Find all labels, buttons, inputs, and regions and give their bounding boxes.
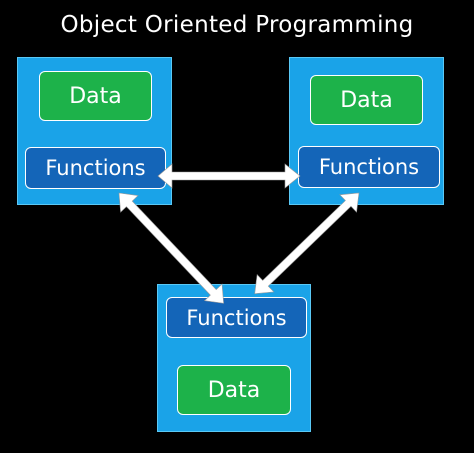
functions-block-right: Functions <box>298 146 440 188</box>
object-right: Data Functions <box>289 57 444 205</box>
functions-label-right: Functions <box>318 155 420 179</box>
arrow-right-bottom-shape <box>254 192 360 295</box>
data-label-bottom: Data <box>207 377 261 403</box>
object-left: Data Functions <box>17 57 172 205</box>
data-label-right: Data <box>340 87 393 113</box>
arrow-left-bottom-shape <box>118 192 224 304</box>
data-label-left: Data <box>69 83 122 109</box>
functions-block-bottom: Functions <box>166 297 307 338</box>
arrow-right-bottom <box>254 192 360 295</box>
functions-label-left: Functions <box>45 156 146 180</box>
arrow-left-right-shape <box>157 163 301 189</box>
arrow-left-right <box>157 163 301 189</box>
functions-block-left: Functions <box>25 147 166 189</box>
data-block-bottom: Data <box>177 365 291 415</box>
data-block-left: Data <box>39 71 152 121</box>
diagram-title: Object Oriented Programming <box>60 12 414 38</box>
data-block-right: Data <box>310 75 423 125</box>
object-bottom: Functions Data <box>157 284 311 432</box>
arrow-left-bottom <box>118 192 224 304</box>
functions-label-bottom: Functions <box>186 305 287 330</box>
